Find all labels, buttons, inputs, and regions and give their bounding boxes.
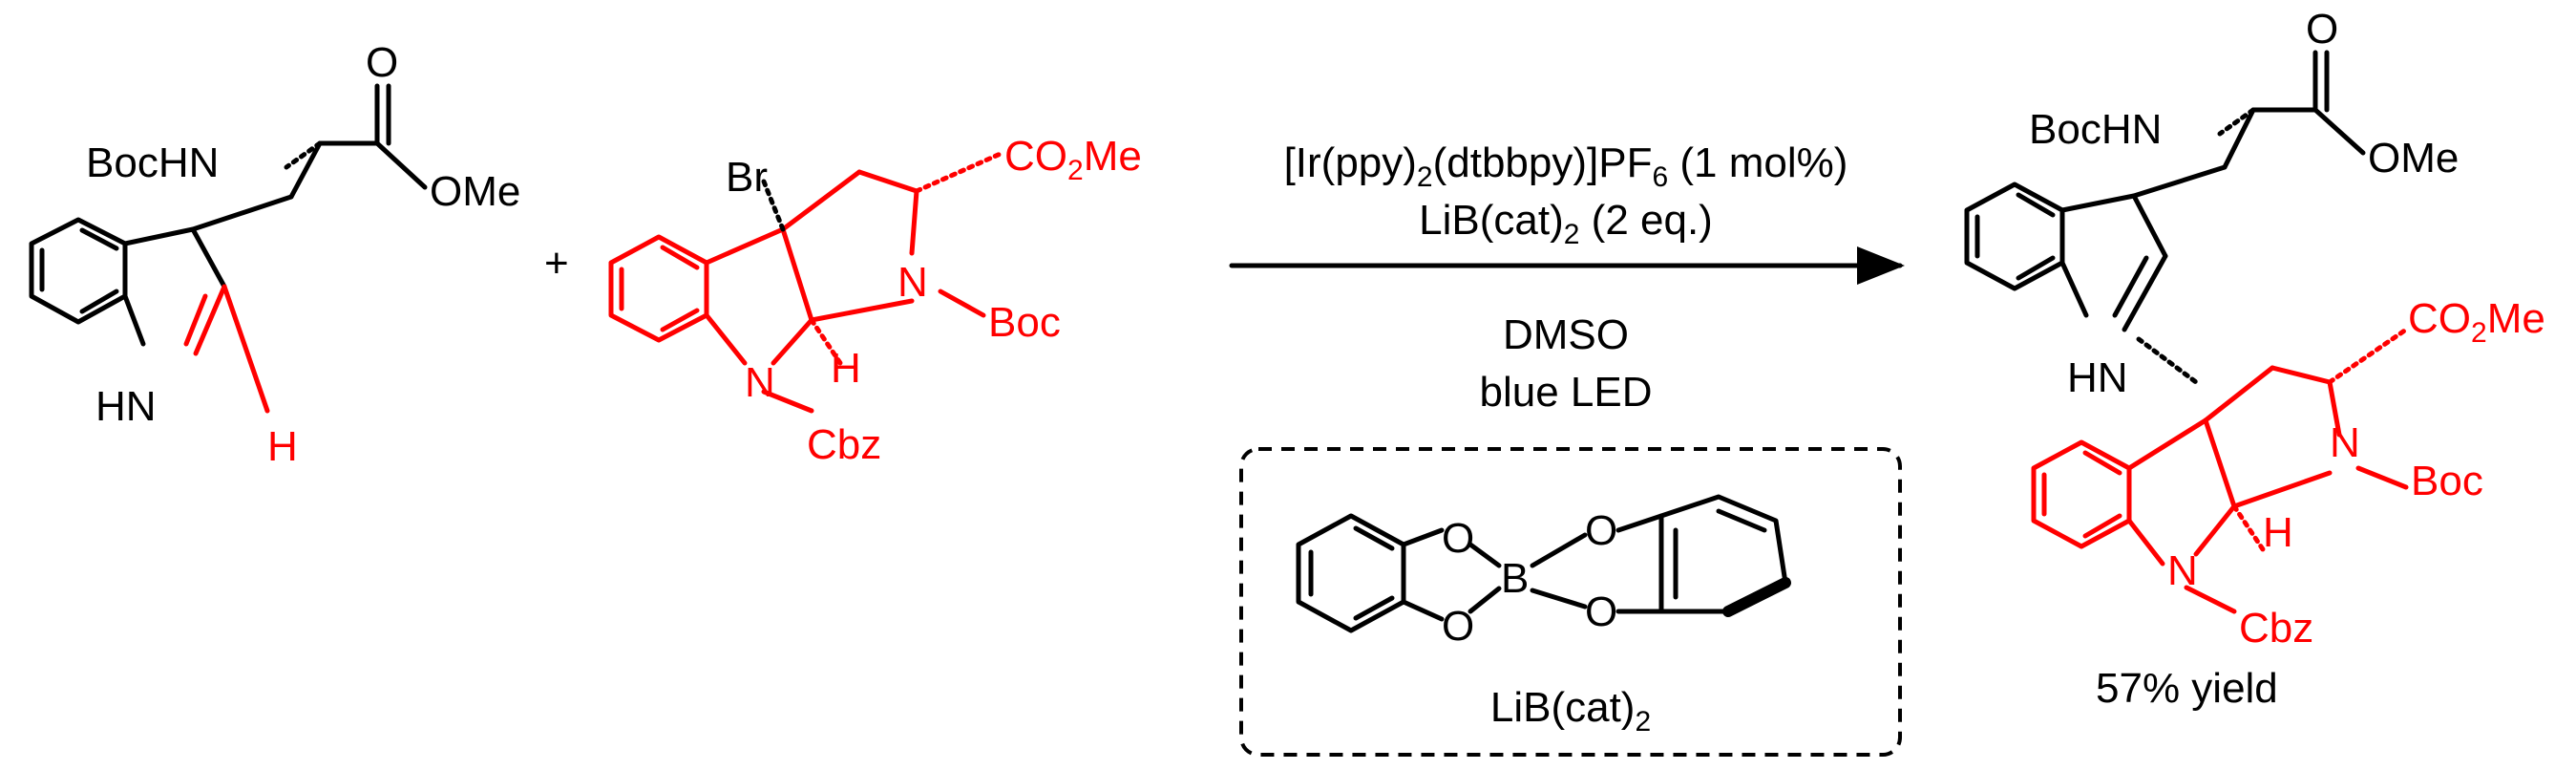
reactant-tryptophan-bonds — [29, 83, 428, 347]
product-ester-label: CO2Me — [2408, 295, 2545, 349]
reactant-tryptophan-bochn-label: BocHN — [86, 139, 219, 186]
additive-label: LiB(cat)2 (2 eq.) — [1419, 197, 1713, 250]
reactant-bromopyrroloindoline-ester-label: CO2Me — [1004, 133, 1142, 186]
reactant-bromopyrroloindoline: Br CO2Me N Boc N Cbz H — [608, 133, 1142, 468]
product-n2-label: N — [2167, 547, 2198, 594]
reactant-tryptophan-nh-label: HN — [95, 383, 157, 430]
reactant-tryptophan-ch-bonds — [183, 284, 270, 414]
reactant-tryptophan-ome-label: OMe — [430, 168, 520, 215]
libcat2-structure-bonds — [1296, 494, 1791, 633]
reactant-bromopyrroloindoline-bonds — [608, 150, 1005, 414]
reactant-tryptophan-h-label: H — [267, 423, 298, 470]
plus-sign: + — [544, 240, 569, 287]
reactant-tryptophan-carbonyl-o: O — [366, 39, 398, 86]
product-pyrroloindoline-bonds — [2031, 327, 2409, 614]
libcat2-o2-label: O — [1442, 603, 1474, 650]
reactant-tryptophan: BocHN OMe O HN H — [29, 39, 520, 470]
libcat2-dashed-box — [1239, 447, 1902, 757]
product-cbz-label: Cbz — [2239, 605, 2313, 652]
reactant-bromopyrroloindoline-n2-label: N — [745, 359, 775, 406]
reactant-bromopyrroloindoline-boc-label: Boc — [988, 299, 1061, 346]
libcat2-o4-label: O — [1585, 588, 1617, 635]
libcat2-o3-label: O — [1585, 507, 1617, 554]
product-bochn-label: BocHN — [2029, 106, 2162, 153]
solvent-label: DMSO — [1503, 311, 1629, 358]
light-label: blue LED — [1479, 369, 1652, 416]
product-carbonyl-o: O — [2306, 6, 2338, 53]
product-ome-label: OMe — [2368, 135, 2459, 182]
libcat2-name-label: LiB(cat)2 — [1490, 684, 1651, 738]
libcat2-b-label: B — [1501, 555, 1529, 602]
libcat2-inset: O O O O B LiB(cat)2 — [1239, 447, 1902, 757]
product-boc-label: Boc — [2411, 458, 2483, 504]
libcat2-o1-label: O — [1442, 515, 1474, 562]
reactant-bromopyrroloindoline-n1-label: N — [897, 259, 928, 306]
product-indole-bonds — [1964, 50, 2366, 385]
reactant-bromopyrroloindoline-cbz-label: Cbz — [807, 421, 881, 468]
catalyst-label: [Ir(ppy)2(dtbbpy)]PF6 (1 mol%) — [1284, 139, 1848, 193]
product-h-label: H — [2263, 509, 2293, 556]
product-yield-label: 57% yield — [2096, 665, 2278, 712]
product-nh-label: HN — [2067, 354, 2128, 401]
reactant-bromopyrroloindoline-h-label: H — [831, 345, 861, 392]
product-n1-label: N — [2330, 419, 2360, 466]
reactant-bromopyrroloindoline-br-label: Br — [726, 154, 768, 201]
product: BocHN OMe O HN CO2Me N Boc N Cbz H 57% y… — [1964, 6, 2545, 712]
